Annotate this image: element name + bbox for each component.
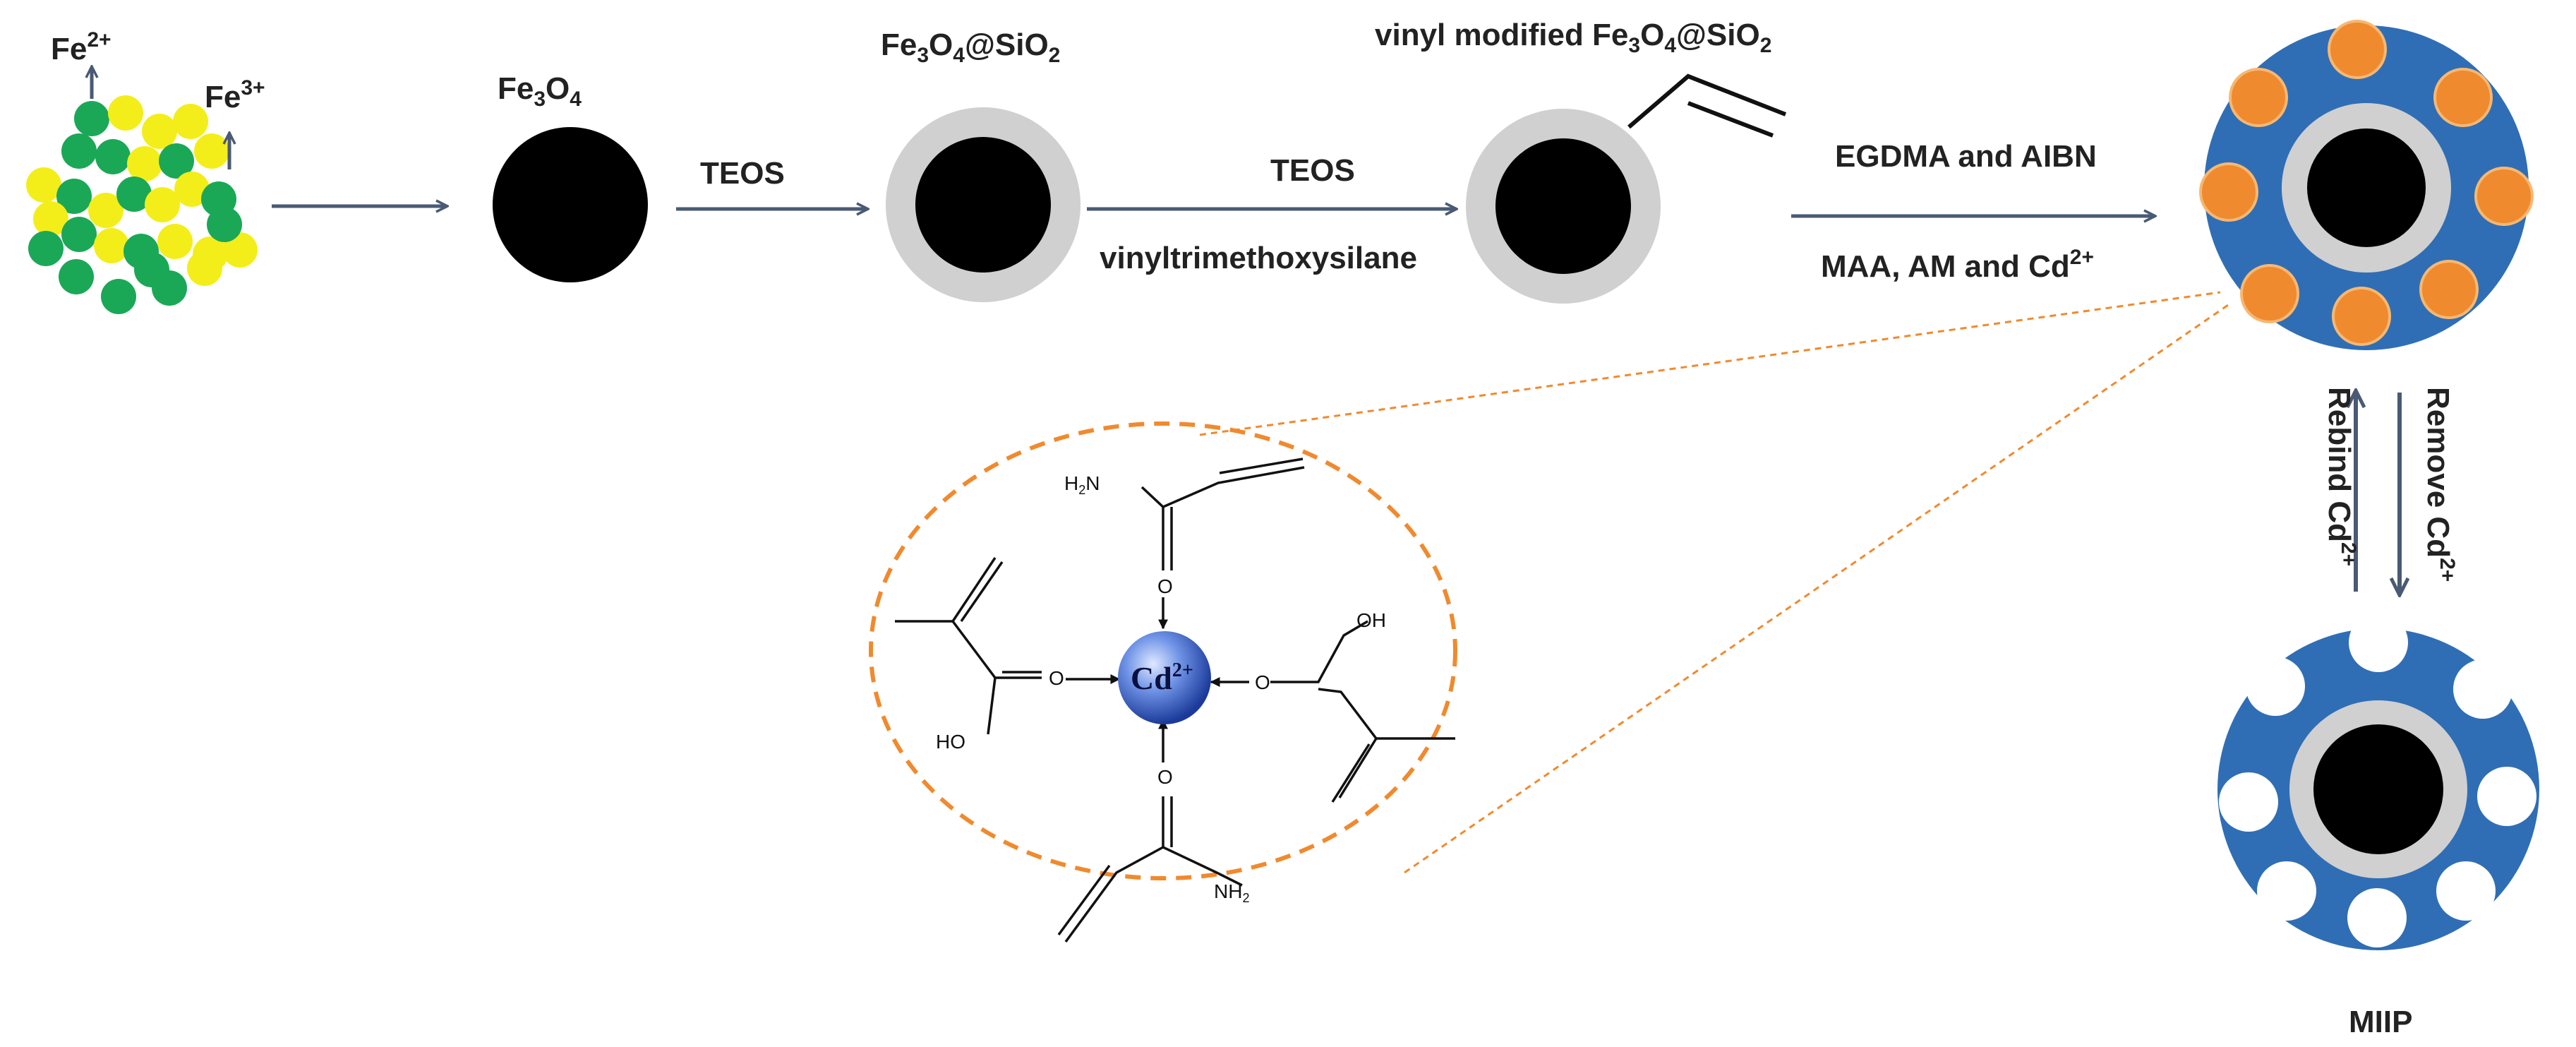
zoom-line-top [1199,291,2221,436]
teos-label-1: TEOS [700,156,785,191]
nh2-bottom-label: NH2 [1214,880,1249,905]
o-bottom-label: O [1157,766,1173,788]
egdma-aibn-label: EGDMA and AIBN [1835,139,2097,174]
imprinted-cavities [2219,613,2536,947]
o-top-label: O [1157,575,1173,597]
h2n-top-label: H2N [1064,472,1100,497]
vinyltrimethoxysilane-label: vinyltrimethoxysilane [1100,241,1417,275]
fe3o4-sio2-label: Fe3O4@SiO2 [881,28,1060,67]
fe3o4-sio2-particle: Fe3O4@SiO2 [881,28,1081,302]
vinyl-modified-particle: vinyl modified Fe3O4@SiO2 [1375,18,1787,304]
acrylamide-top [1140,457,1305,630]
maa-am-cd-label: MAA, AM and Cd2+ [1821,246,2094,284]
coordination-zoom: H2N O O HO OH O O [869,421,1457,943]
vinyl-group [1627,73,1787,138]
cd-template-sites [2199,20,2534,346]
teos-label-2: TEOS [1270,153,1355,188]
fe3o4-core [915,137,1051,273]
fe3o4-label: Fe3O4 [498,71,582,111]
ho-left-label: HO [936,731,965,753]
cd-ion-sphere [1118,631,1211,724]
fe3-label: Fe3+ [205,76,265,114]
remove-label: Remove Cd2+ [2421,387,2459,582]
fe3o4-particle: Fe3O4 [493,71,648,282]
miip-particle: MIIP [2217,613,2539,1039]
o-right-label: O [1255,671,1270,693]
fe3o4-core [2307,128,2426,247]
o-left-label: O [1049,667,1064,689]
fe3o4-core [493,127,648,282]
miip-label: MIIP [2349,1005,2412,1039]
methacrylic-acid-left [895,557,1121,735]
zoom-circle [869,421,1457,880]
rebind-label: Rebind Cd2+ [2322,387,2360,566]
vinyl-modified-label: vinyl modified Fe3O4@SiO2 [1375,18,1771,57]
fe3o4-core [2313,724,2443,854]
zoom-line-bottom [1404,302,2231,874]
fe-ion-cluster: Fe2+ Fe3+ [26,28,265,314]
imprinted-particle-with-template [2199,20,2534,350]
cd-center-label: Cd2+ [1131,659,1193,696]
fe3o4-core [1495,138,1631,274]
fe2-label: Fe2+ [51,28,112,66]
methacrylic-acid-right [1210,620,1455,803]
fe-spheres [26,95,258,314]
oh-right-label: OH [1356,609,1386,631]
acrylamide-bottom [1057,719,1243,943]
